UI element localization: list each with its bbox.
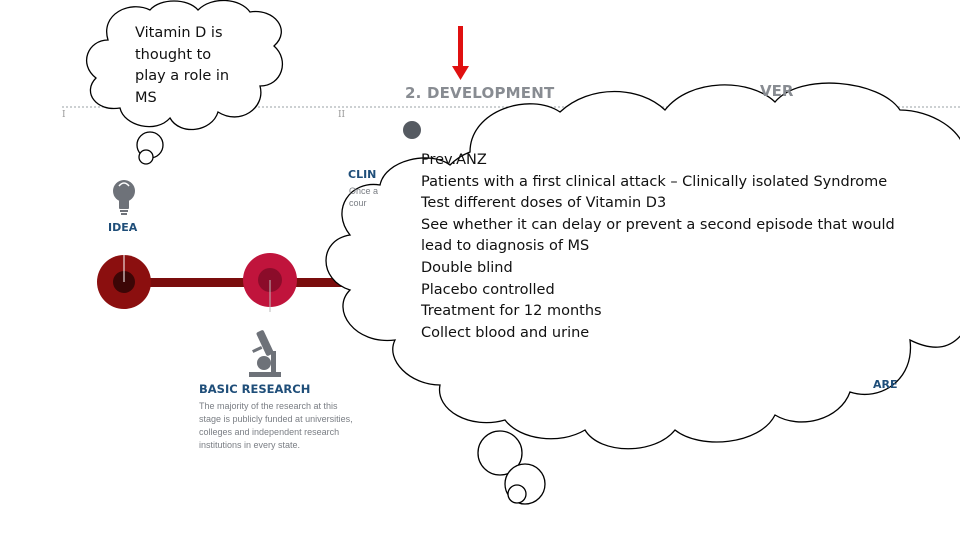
stage-heading-partial-right: VER [760,82,794,100]
roman-mark-2: II [338,110,346,120]
big-thought-text: Prev.ANZ Patients with a first clinical … [421,150,921,344]
small-thought-text: Vitamin D is thought to play a role in M… [135,25,230,106]
basic-research-description: The majority of the research at this sta… [199,401,353,450]
idea-node [97,250,151,309]
trial-name: Prev.ANZ [421,152,487,168]
roman-mark-1: I [62,110,66,120]
partial-bottom-right-label: ARE [873,378,898,391]
lightbulb-icon [113,180,135,215]
big-thought-bubble [325,82,960,505]
stage-heading-development: 2. DEVELOPMENT [405,84,555,102]
clinical-icon-partial [403,121,421,139]
idea-label: IDEA [108,221,138,234]
clinical-title-partial: CLIN [348,168,377,181]
clinical-description-partial: Once a cour [349,186,379,208]
down-arrow-icon [452,26,469,80]
small-thought-bubble [86,0,284,165]
basic-research-title: BASIC RESEARCH [199,382,311,396]
basic-research-node [243,253,297,312]
microscope-icon [249,330,281,377]
